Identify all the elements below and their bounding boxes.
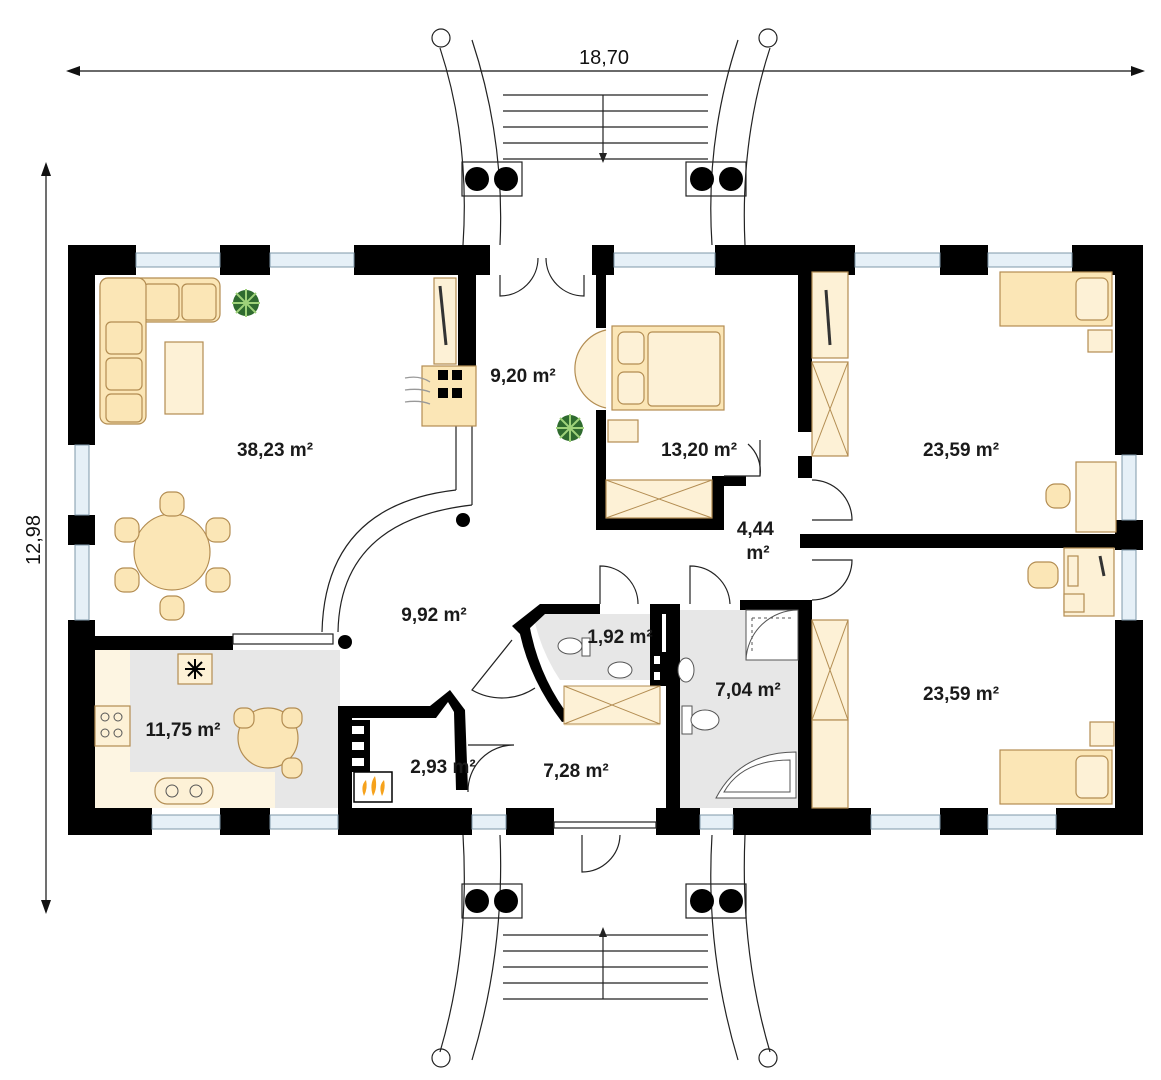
master-bedroom-furniture [556,325,725,519]
room-area-hall-upper: 9,20 m² [490,366,555,387]
room-area-bedroom-master: 13,20 m² [661,440,737,461]
room-area-corridor-unit: m² [746,543,769,564]
kitchen-furniture [94,653,303,805]
doors [232,257,853,873]
room-area-bedroom-north: 23,59 m² [923,440,999,461]
room-area-kitchen: 11,75 m² [146,720,221,741]
width-label: 18,70 [579,47,629,69]
height-label: 12,98 [23,515,45,565]
room-area-vestibule: 7,28 m² [543,761,608,782]
south-bedroom-furniture [811,547,1115,809]
dimension-height: 12,98 [23,162,51,914]
room-area-wc: 1,92 m² [587,627,652,648]
room-area-bathroom: 7,04 m² [715,680,780,701]
room-area-hall-center: 9,92 m² [401,605,466,626]
boiler-fixtures [353,771,393,803]
room-labels: 38,23 m² 9,20 m² 13,20 m² 23,59 m² 4,44 … [146,366,1000,782]
plant-icon [556,414,584,442]
room-area-corridor: 4,44 m² [737,519,779,564]
room-area-bedroom-south: 23,59 m² [923,684,999,705]
windows [74,252,1137,830]
living-furniture [99,277,477,621]
room-area-boiler: 2,93 m² [410,757,475,778]
dimension-width: 18,70 [66,47,1145,76]
south-porch [431,834,778,1068]
north-bedroom-furniture [811,271,1117,533]
flame-icon [362,776,385,796]
walls [68,245,1143,835]
bathroom-fixtures [557,609,799,799]
snowflake-icon [185,659,205,679]
plant-icon [232,289,260,317]
room-area-living: 38,23 m² [237,440,313,461]
room-area-corridor-value: 4,44 [737,519,774,540]
north-porch [431,28,778,246]
